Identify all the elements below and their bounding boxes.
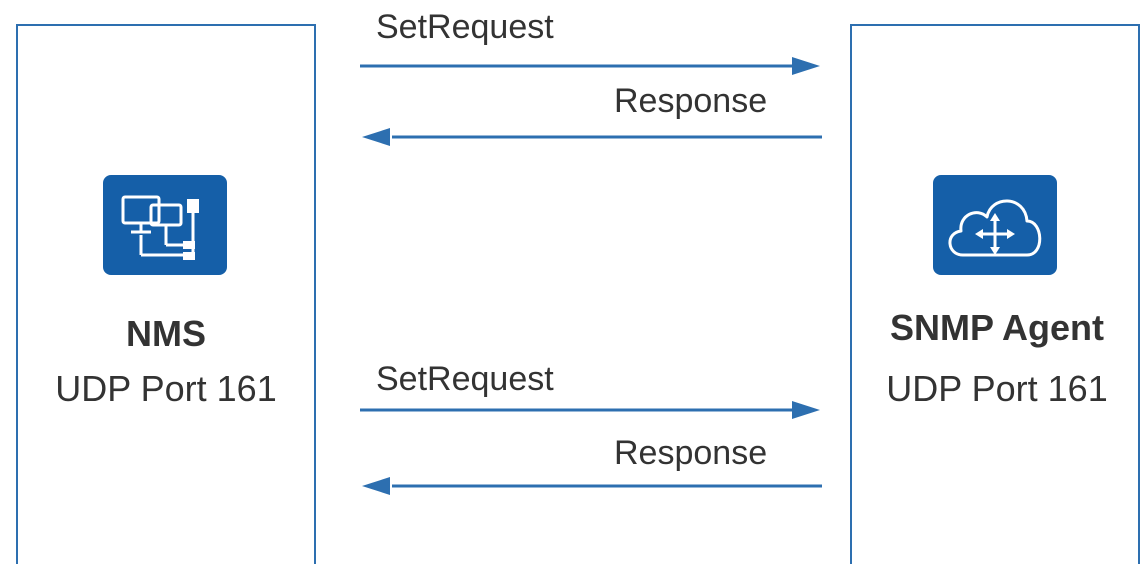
snmp-agent-port-label: UDP Port 161 <box>886 368 1108 409</box>
snmp-agent-title: SNMP Agent <box>889 307 1104 348</box>
message-label-response: Response <box>614 434 768 472</box>
arrow-response <box>362 477 822 495</box>
message-label-set-request: SetRequest <box>376 8 554 46</box>
nms-node-box <box>16 24 316 564</box>
nms-port-label: UDP Port 161 <box>55 368 277 409</box>
cloud-router-icon <box>933 175 1057 275</box>
snmp-agent-node-box <box>850 24 1140 564</box>
arrow-set-request <box>360 401 820 419</box>
message-label-set-request: SetRequest <box>376 360 554 398</box>
arrow-response <box>362 128 822 146</box>
network-management-station-icon <box>103 175 227 275</box>
message-label-response: Response <box>614 82 768 120</box>
arrow-set-request <box>360 57 820 75</box>
message-arrows <box>360 57 822 495</box>
nms-title: NMS <box>126 313 206 354</box>
